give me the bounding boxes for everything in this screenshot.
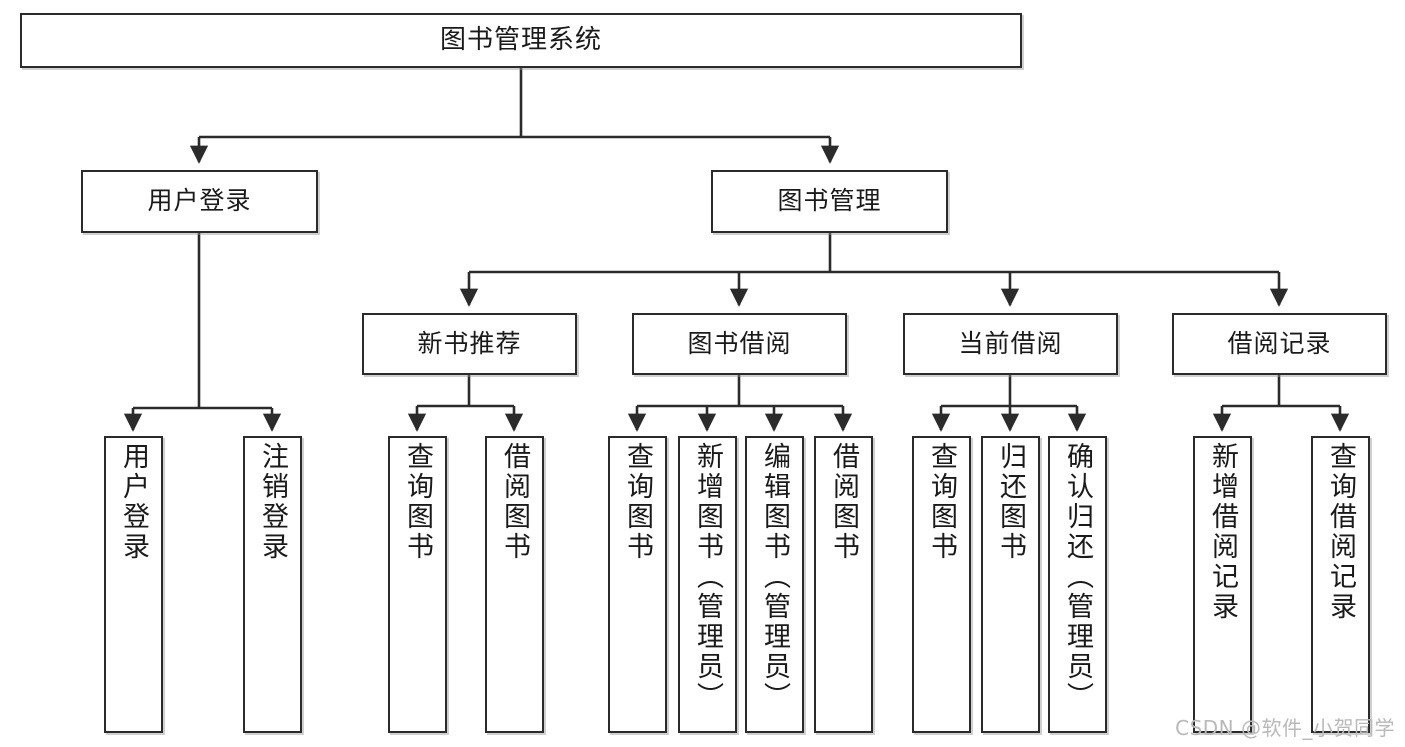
- leaf-user-logout-label: 注销登录: [257, 442, 288, 562]
- leaf-borrow-query-label: 查询图书: [622, 442, 653, 562]
- leaf-borrow-lend-label: 借阅图书: [828, 442, 859, 562]
- node-current-borrow-label: 当前借阅: [958, 328, 1063, 358]
- leaf-current-return[interactable]: 归还图书: [981, 436, 1040, 733]
- leaf-current-return-label: 归还图书: [995, 442, 1026, 562]
- leaf-user-logout[interactable]: 注销登录: [243, 436, 302, 733]
- leaf-current-query[interactable]: 查询图书: [912, 436, 971, 733]
- node-new-book-recommend-label: 新书推荐: [417, 328, 522, 358]
- leaf-record-query[interactable]: 查询借阅记录: [1311, 436, 1370, 733]
- leaf-user-login[interactable]: 用户登录: [104, 436, 163, 733]
- leaf-current-confirm[interactable]: 确认归还（管理员）: [1048, 436, 1107, 733]
- leaf-recommend-query-label: 查询图书: [402, 442, 433, 562]
- node-book-manage-label: 图书管理: [777, 186, 882, 216]
- node-borrow-record[interactable]: 借阅记录: [1172, 313, 1387, 375]
- node-user-login-label: 用户登录: [147, 186, 252, 216]
- leaf-borrow-query[interactable]: 查询图书: [608, 436, 667, 733]
- leaf-current-query-label: 查询图书: [926, 442, 957, 562]
- leaf-recommend-borrow-label: 借阅图书: [499, 442, 530, 562]
- leaf-record-query-label: 查询借阅记录: [1325, 442, 1356, 622]
- node-book-manage[interactable]: 图书管理: [711, 170, 948, 233]
- node-root[interactable]: 图书管理系统: [20, 13, 1022, 68]
- leaf-borrow-lend[interactable]: 借阅图书: [814, 436, 873, 733]
- node-book-borrow[interactable]: 图书借阅: [632, 313, 847, 375]
- leaf-borrow-add-label: 新增图书（管理员）: [692, 442, 723, 712]
- leaf-recommend-query[interactable]: 查询图书: [388, 436, 447, 733]
- leaf-record-add-label: 新增借阅记录: [1207, 442, 1238, 622]
- node-root-label: 图书管理系统: [439, 24, 602, 55]
- watermark: CSDN @软件_小贺同学: [1175, 716, 1395, 740]
- leaf-record-add[interactable]: 新增借阅记录: [1193, 436, 1252, 733]
- node-borrow-record-label: 借阅记录: [1227, 328, 1332, 358]
- leaf-user-login-label: 用户登录: [118, 442, 149, 562]
- node-book-borrow-label: 图书借阅: [687, 328, 792, 358]
- node-user-login[interactable]: 用户登录: [81, 170, 318, 233]
- leaf-borrow-add[interactable]: 新增图书（管理员）: [678, 436, 737, 733]
- leaf-borrow-edit-label: 编辑图书（管理员）: [759, 442, 790, 712]
- node-new-book-recommend[interactable]: 新书推荐: [362, 313, 577, 375]
- leaf-recommend-borrow[interactable]: 借阅图书: [485, 436, 544, 733]
- leaf-borrow-edit[interactable]: 编辑图书（管理员）: [745, 436, 804, 733]
- leaf-current-confirm-label: 确认归还（管理员）: [1062, 442, 1093, 712]
- node-current-borrow[interactable]: 当前借阅: [903, 313, 1118, 375]
